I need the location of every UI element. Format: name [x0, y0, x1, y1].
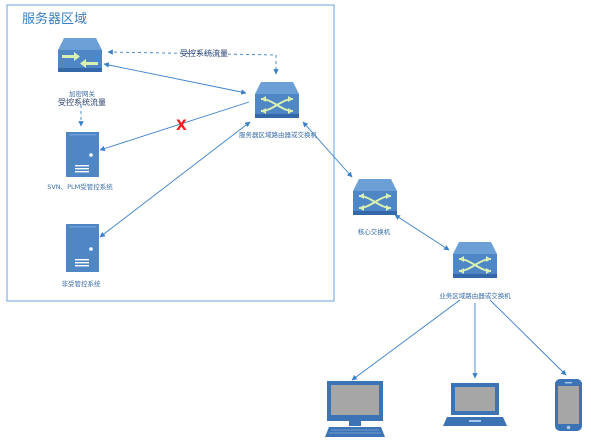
- link-core-business: [394, 214, 450, 251]
- gateway-icon: [58, 38, 102, 72]
- gateway-label: 加密网关: [69, 90, 95, 98]
- link-uncontrolled-router: [99, 121, 251, 238]
- link-gateway-router: [103, 62, 247, 95]
- controlled-flow-label-top: 受控系统流量: [180, 49, 228, 58]
- link-router-core: [302, 121, 353, 178]
- svn-server-icon: [66, 132, 99, 177]
- link-business-mobile: [489, 299, 567, 376]
- core-switch-label: 核心交换机: [357, 228, 391, 236]
- core-switch-icon: [352, 178, 398, 216]
- server-router-label: 服务器区域路由器或交换机: [239, 131, 317, 139]
- uncontrolled-label: 非受管控系统: [61, 280, 101, 288]
- link-svn-router: [99, 101, 250, 152]
- blocked-x-mark: X: [176, 118, 187, 134]
- controlled-flow-dashed-top: [107, 49, 279, 75]
- uncontrolled-server-icon: [66, 224, 99, 272]
- server-router-icon: [254, 81, 300, 119]
- link-business-desktop: [351, 299, 461, 381]
- laptop-icon: [443, 383, 507, 426]
- business-router-label: 业务区域路由器或交换机: [439, 292, 511, 300]
- zone-title: 服务器区域: [22, 12, 88, 27]
- server-zone-border: [6, 4, 335, 302]
- svn-plm-label: SVN、PLM受管控系统: [47, 183, 113, 191]
- business-router-icon: [452, 241, 498, 279]
- controlled-flow-label-mid: 受控系统流量: [58, 98, 106, 107]
- mobile-icon: [555, 379, 582, 431]
- desktop-icon: [325, 381, 385, 437]
